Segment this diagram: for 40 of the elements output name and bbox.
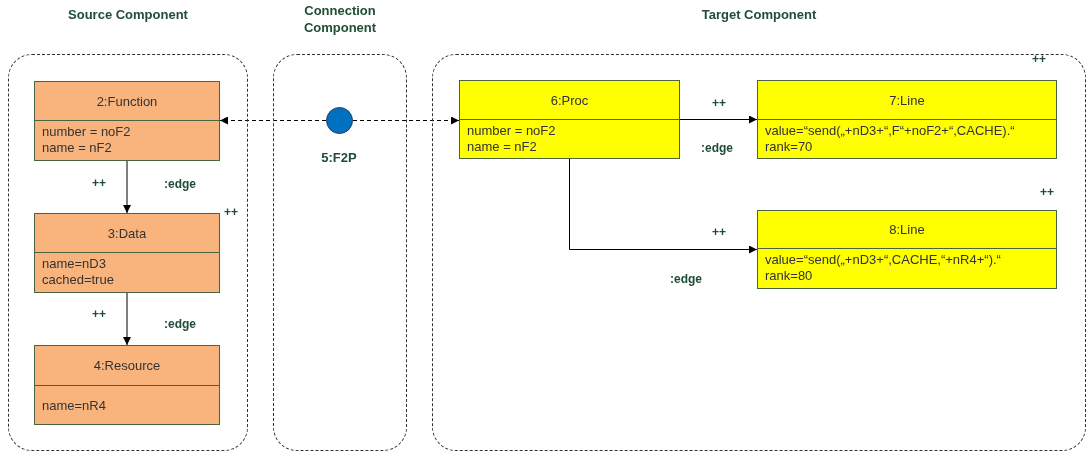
edge-label: :edge xyxy=(670,272,702,286)
arrow xyxy=(679,115,758,124)
attribute-list: value=“send(„+nD3+“,CACHE,“+nR4+“).“ rank=80 xyxy=(765,252,1015,284)
class-box xyxy=(34,213,220,293)
arrow xyxy=(123,292,131,346)
multiplicity-mark: ++ xyxy=(92,176,106,190)
component-heading: Target Component xyxy=(701,6,817,23)
attribute-list: number = noF2 name = nF2 xyxy=(467,123,587,155)
class-box xyxy=(34,81,220,161)
component-heading: Connection Component xyxy=(302,2,378,36)
multiplicity-mark: ++ xyxy=(1032,52,1046,66)
class-box xyxy=(459,80,680,159)
class-box xyxy=(757,210,1057,289)
component-heading: Source Component xyxy=(68,6,188,23)
arrow xyxy=(123,160,131,214)
multiplicity-mark: ++ xyxy=(224,205,238,219)
edge-label: :edge xyxy=(164,317,196,331)
multiplicity-mark: ++ xyxy=(712,96,726,110)
class-box xyxy=(757,80,1057,159)
arrow xyxy=(352,116,460,125)
multiplicity-mark: ++ xyxy=(1040,185,1054,199)
multiplicity-mark: ++ xyxy=(92,307,106,321)
class-name: 4:Resource xyxy=(93,358,161,373)
attribute-list: number = noF2 name = nF2 xyxy=(42,124,152,156)
arrow xyxy=(219,116,327,125)
port-circle xyxy=(326,107,353,134)
class-name: 2:Function xyxy=(96,93,158,109)
attribute-list: value=“send(„+nD3+“,F“+noF2+“,CACHE).“ rank=70 xyxy=(765,123,1055,155)
edge-label: :edge xyxy=(164,177,196,191)
port-label: 5:F2P xyxy=(320,150,358,165)
class-name: 8:Line xyxy=(889,222,925,237)
class-box xyxy=(34,345,220,425)
attribute-list: name=nD3 cached=true xyxy=(42,256,152,288)
class-name: 7:Line xyxy=(889,92,925,108)
edge-label: :edge xyxy=(701,141,733,155)
attribute-list: name=nR4 xyxy=(42,398,152,414)
multiplicity-mark: ++ xyxy=(712,225,726,239)
class-name: 3:Data xyxy=(107,225,147,241)
arrow xyxy=(569,158,758,254)
class-name: 6:Proc xyxy=(550,92,589,108)
